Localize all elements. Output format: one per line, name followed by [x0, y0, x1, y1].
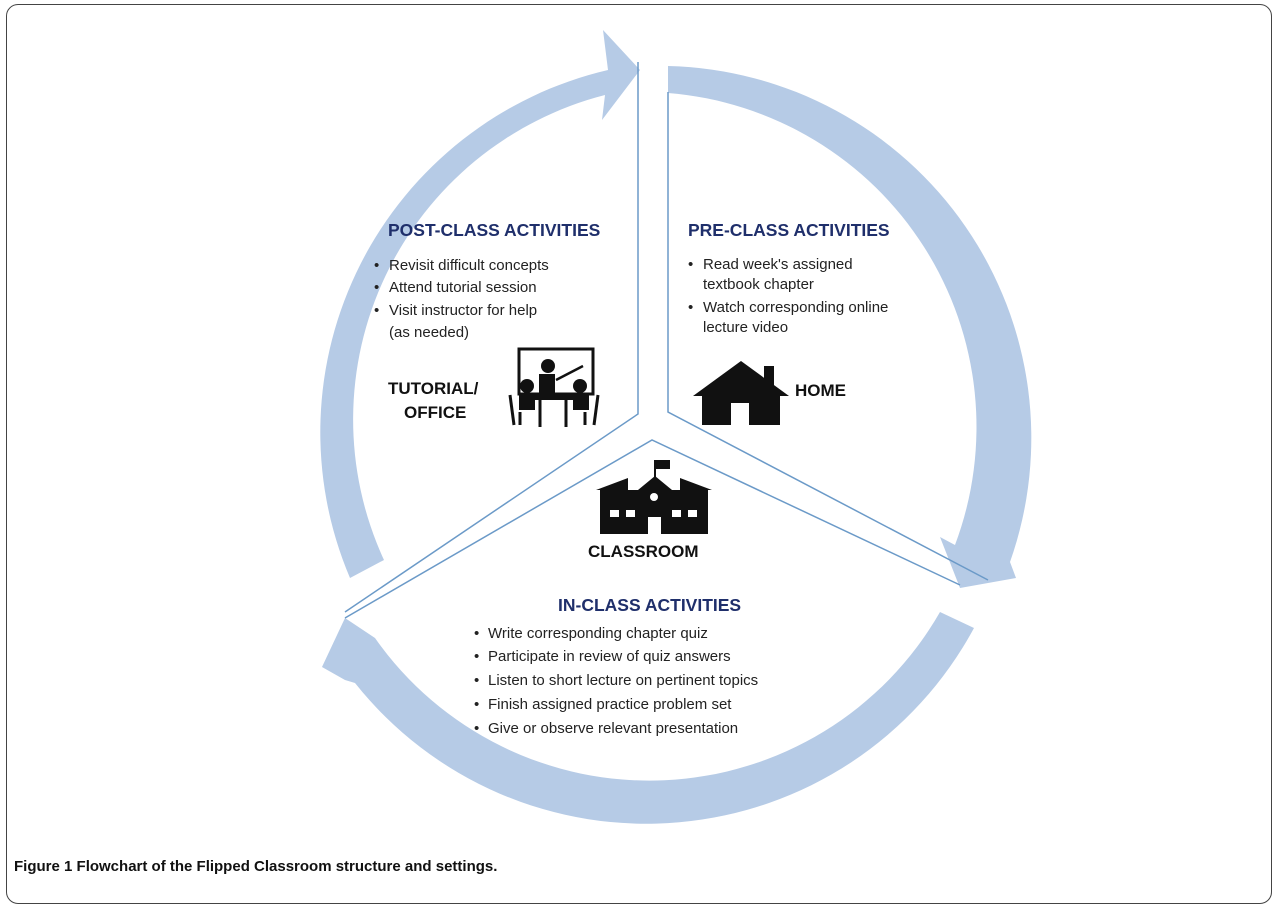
classroom-teacher-icon — [508, 347, 600, 427]
in-bullet-3: • — [474, 672, 479, 689]
dividers — [344, 62, 989, 619]
pre-item-4: lecture video — [703, 319, 788, 336]
school-building-icon — [596, 460, 712, 534]
arrow-post-to-pre — [320, 30, 640, 578]
pre-item-1: Read week's assigned — [703, 256, 853, 273]
in-bullet-1: • — [474, 625, 479, 642]
in-bullet-4: • — [474, 696, 479, 713]
post-item-1: Revisit difficult concepts — [389, 257, 549, 274]
in-item-1: Write corresponding chapter quiz — [488, 625, 708, 642]
post-bullet-2: • — [374, 279, 379, 296]
post-class-heading: POST-CLASS ACTIVITIES — [388, 220, 600, 240]
post-item-4: (as needed) — [389, 324, 469, 341]
pre-bullet-1: • — [688, 256, 693, 273]
figure-caption-text: Flowchart of the Flipped Classroom struc… — [72, 858, 498, 875]
post-item-2: Attend tutorial session — [389, 279, 537, 296]
arrow-pre-to-in — [668, 66, 1032, 588]
in-item-5: Give or observe relevant presentation — [488, 720, 738, 737]
pre-item-2: textbook chapter — [703, 276, 814, 293]
pre-class-list: • Read week's assigned textbook chapter … — [688, 256, 888, 336]
divider-bottom — [344, 439, 961, 619]
pre-bullet-2: • — [688, 299, 693, 316]
in-class-list: • Write corresponding chapter quiz • Par… — [474, 625, 758, 737]
classroom-label: CLASSROOM — [588, 542, 699, 561]
tutorial-label-line2: OFFICE — [404, 403, 466, 422]
tutorial-label-line1: TUTORIAL/ — [388, 379, 479, 398]
flipped-classroom-diagram: POST-CLASS ACTIVITIES • Revisit difficul… — [320, 30, 1032, 824]
figure-caption: Figure 1 Flowchart of the Flipped Classr… — [14, 858, 497, 875]
cycle-arrows — [320, 30, 1032, 824]
in-item-2: Participate in review of quiz answers — [488, 648, 731, 665]
post-bullet-3: • — [374, 302, 379, 319]
post-bullet-1: • — [374, 257, 379, 274]
post-item-3: Visit instructor for help — [389, 302, 537, 319]
in-bullet-5: • — [474, 720, 479, 737]
post-class-list: • Revisit difficult concepts • Attend tu… — [374, 257, 549, 341]
arrow-in-to-post — [322, 612, 974, 824]
home-label: HOME — [795, 381, 846, 400]
divider-left — [344, 62, 639, 613]
divider-right — [667, 92, 989, 581]
in-item-3: Listen to short lecture on pertinent top… — [488, 672, 758, 689]
house-icon — [693, 361, 789, 425]
in-class-heading: IN-CLASS ACTIVITIES — [558, 595, 741, 615]
in-item-4: Finish assigned practice problem set — [488, 696, 732, 713]
pre-item-3: Watch corresponding online — [703, 299, 888, 316]
in-bullet-2: • — [474, 648, 479, 665]
pre-class-heading: PRE-CLASS ACTIVITIES — [688, 220, 890, 240]
figure-caption-label: Figure 1 — [14, 858, 73, 875]
